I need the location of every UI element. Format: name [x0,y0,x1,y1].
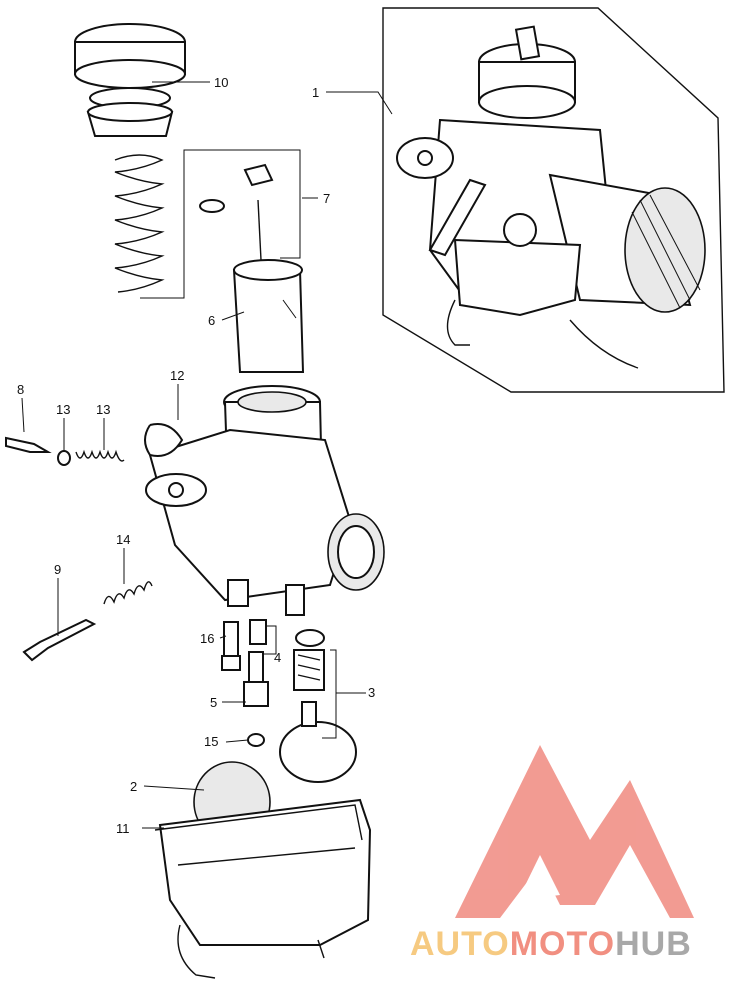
callout-4: 4 [274,650,281,665]
callout-8: 8 [17,382,24,397]
callout-16: 16 [200,631,214,646]
callout-3: 3 [368,685,375,700]
callout-11: 11 [116,821,130,836]
watermark-hub-text: HUB [615,925,692,963]
callout-12: 12 [170,368,184,383]
float-part [279,701,357,783]
top-cap-part [74,23,186,137]
pilot-screw-part [5,436,52,453]
watermark-logo-icon [455,745,694,918]
callout-14: 14 [116,532,130,547]
svg-text:AUTOMOTOHUB: AUTOMOTOHUB [410,925,692,963]
callout-7: 7 [323,191,330,206]
throttle-stop-spring-part [103,581,153,605]
callout-13a: 13 [56,402,70,417]
washer-part [57,450,71,466]
throttle-spring-part [114,154,165,293]
callout-6: 6 [208,313,215,328]
watermark-auto-text: AUTO [410,925,510,963]
callout-15: 15 [204,734,218,749]
callout-5: 5 [210,695,217,710]
callout-10: 10 [214,75,228,90]
callout-13b: 13 [96,402,110,417]
small-spring-part [75,449,125,462]
jet-parts [221,619,325,747]
jet-needle-group [140,149,305,373]
callout-1: 1 [312,85,319,100]
callout-2: 2 [130,779,137,794]
callout-9: 9 [54,562,61,577]
automotohub-watermark: AUTOMOTOHUB [410,745,694,963]
leader-lines [21,81,393,829]
carburetor-body-part [144,385,385,616]
throttle-stop-screw-part [22,618,97,662]
float-bowl-part [154,761,372,979]
assembled-carburetor-inset [382,7,725,393]
watermark-moto-text: MOTO [510,925,615,963]
callout-labels: 1 10 7 6 8 13 13 12 14 9 16 4 3 5 15 2 1… [17,75,375,836]
